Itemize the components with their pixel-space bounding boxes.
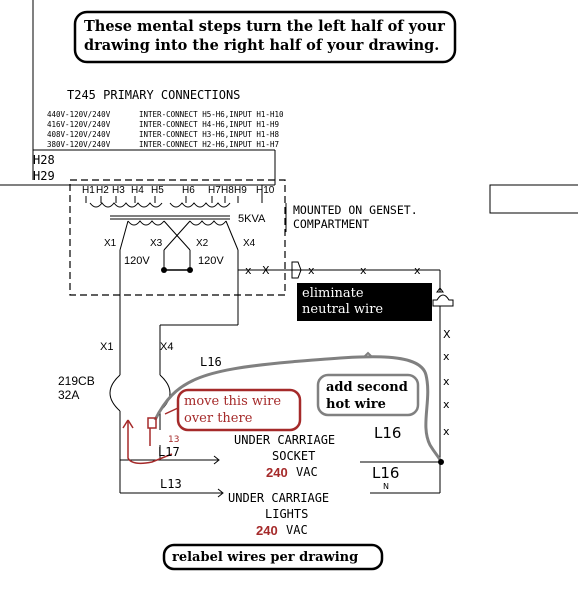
volts-left: 120V <box>124 255 150 267</box>
table-row-4-voltage: 380V-120V/240V <box>47 140 111 149</box>
transformer-rating: 5KVA <box>238 213 266 225</box>
svg-text:x: x <box>360 264 367 277</box>
svg-text:x: x <box>308 264 315 277</box>
table-row-3-voltage: 408V-120V/240V <box>47 130 111 139</box>
wire-label-l17: L17 <box>158 445 180 459</box>
secondary-x3: X3 <box>150 238 163 249</box>
breaker-x1: X1 <box>100 341 113 353</box>
add-hot-line-2: hot wire <box>326 397 386 412</box>
secondary-wires <box>119 270 239 375</box>
l16-gray-wire <box>153 355 443 463</box>
l16-gray-hook <box>363 351 373 358</box>
hand-label-l16-b: L16 <box>372 464 399 482</box>
terminal-h1: H1 <box>82 185 95 196</box>
hand-label-l16-a: L16 <box>374 424 401 442</box>
transformer-terminals: H1 H2 H3 H4 H5 H6 H7 H8 H9 H10 <box>82 185 275 196</box>
socket-line-1: UNDER CARRIAGE <box>234 433 335 447</box>
terminal-h2: H2 <box>96 185 109 196</box>
socket-volts: 240 <box>266 465 288 480</box>
svg-text:x: x <box>443 350 450 363</box>
svg-text:X: X <box>443 328 451 341</box>
neutral-node-1 <box>161 267 167 273</box>
secondary-x2: X2 <box>196 238 209 249</box>
svg-text:x: x <box>414 264 421 277</box>
move-wire-callout-box <box>176 388 302 432</box>
table-row-1-voltage: 440V-120V/240V <box>47 110 111 119</box>
wire-label-l13: L13 <box>160 477 182 491</box>
socket-line-2: SOCKET <box>272 449 315 463</box>
secondary-x4: X4 <box>243 238 256 249</box>
svg-text:x: x <box>245 264 252 277</box>
top-callout-line-1: These mental steps turn the left half of… <box>84 18 445 35</box>
svg-text:X: X <box>262 264 270 277</box>
terminal-h9: H9 <box>234 185 247 196</box>
secondary-x1: X1 <box>104 238 117 249</box>
terminal-h5: H5 <box>151 185 164 196</box>
svg-text:x: x <box>443 425 450 438</box>
table-row-1-connect: INTER-CONNECT H5-H6,INPUT H1-H10 <box>139 110 284 119</box>
add-hot-callout-box <box>316 373 420 417</box>
top-callout-line-2: drawing into the right half of your draw… <box>84 37 439 54</box>
terminal-h7: H7 <box>208 185 221 196</box>
neutral-wire <box>238 261 444 493</box>
eliminate-callout-box <box>297 283 432 321</box>
table-row-2-voltage: 416V-120V/240V <box>47 120 111 129</box>
table-row-4-connect: INTER-CONNECT H2-H6,INPUT H1-H7 <box>139 140 279 149</box>
breaker-symbol-icon <box>109 374 171 412</box>
volts-right: 120V <box>198 255 224 267</box>
wire-label-l16: L16 <box>200 355 222 369</box>
load-wires <box>119 411 440 498</box>
l16-gray-node <box>438 459 444 465</box>
lights-line-2: LIGHTS <box>265 507 308 521</box>
connector-symbol-icon <box>432 294 454 307</box>
mounted-line-2: COMPARTMENT <box>293 217 369 231</box>
lead-h29-label: H29 <box>33 169 55 183</box>
lead-h28-label: H28 <box>33 153 55 167</box>
terminal-h8: H8 <box>221 185 234 196</box>
top-callout-box <box>73 10 457 64</box>
socket-unit: VAC <box>296 465 318 479</box>
hand-label-13: 13 <box>168 435 179 445</box>
relabel-text: relabel wires per drawing <box>172 550 358 565</box>
lights-line-1: UNDER CARRIAGE <box>228 491 329 505</box>
red-move-marks <box>122 407 179 465</box>
eliminate-line-1: eliminate <box>302 286 364 301</box>
neutral-node-2 <box>187 267 193 273</box>
terminal-h10: H10 <box>256 185 275 196</box>
move-wire-line-1: move this wire <box>184 394 281 409</box>
terminal-h6: H6 <box>182 185 195 196</box>
lights-unit: VAC <box>286 523 308 537</box>
breaker-x4: X4 <box>160 341 173 353</box>
table-row-2-connect: INTER-CONNECT H4-H6,INPUT H1-H9 <box>139 120 279 129</box>
terminal-h4: H4 <box>131 185 144 196</box>
add-hot-line-1: add second <box>326 380 408 395</box>
svg-text:x: x <box>443 398 450 411</box>
lights-volts: 240 <box>256 523 278 538</box>
hand-label-n: N <box>383 482 389 491</box>
terminal-h3: H3 <box>112 185 125 196</box>
table-title: T245 PRIMARY CONNECTIONS <box>67 88 240 102</box>
eliminate-line-2: neutral wire <box>302 302 383 317</box>
relabel-callout-box <box>162 543 384 571</box>
edge-box <box>489 184 578 214</box>
move-wire-line-2: over there <box>184 411 253 426</box>
table-row-3-connect: INTER-CONNECT H3-H6,INPUT H1-H8 <box>139 130 279 139</box>
svg-text:x: x <box>443 375 450 388</box>
breaker-rating: 32A <box>58 388 79 402</box>
terminal-ticks <box>85 185 263 270</box>
breaker-name: 219CB <box>58 374 95 388</box>
mounted-line-1: MOUNTED ON GENSET. <box>293 203 418 217</box>
